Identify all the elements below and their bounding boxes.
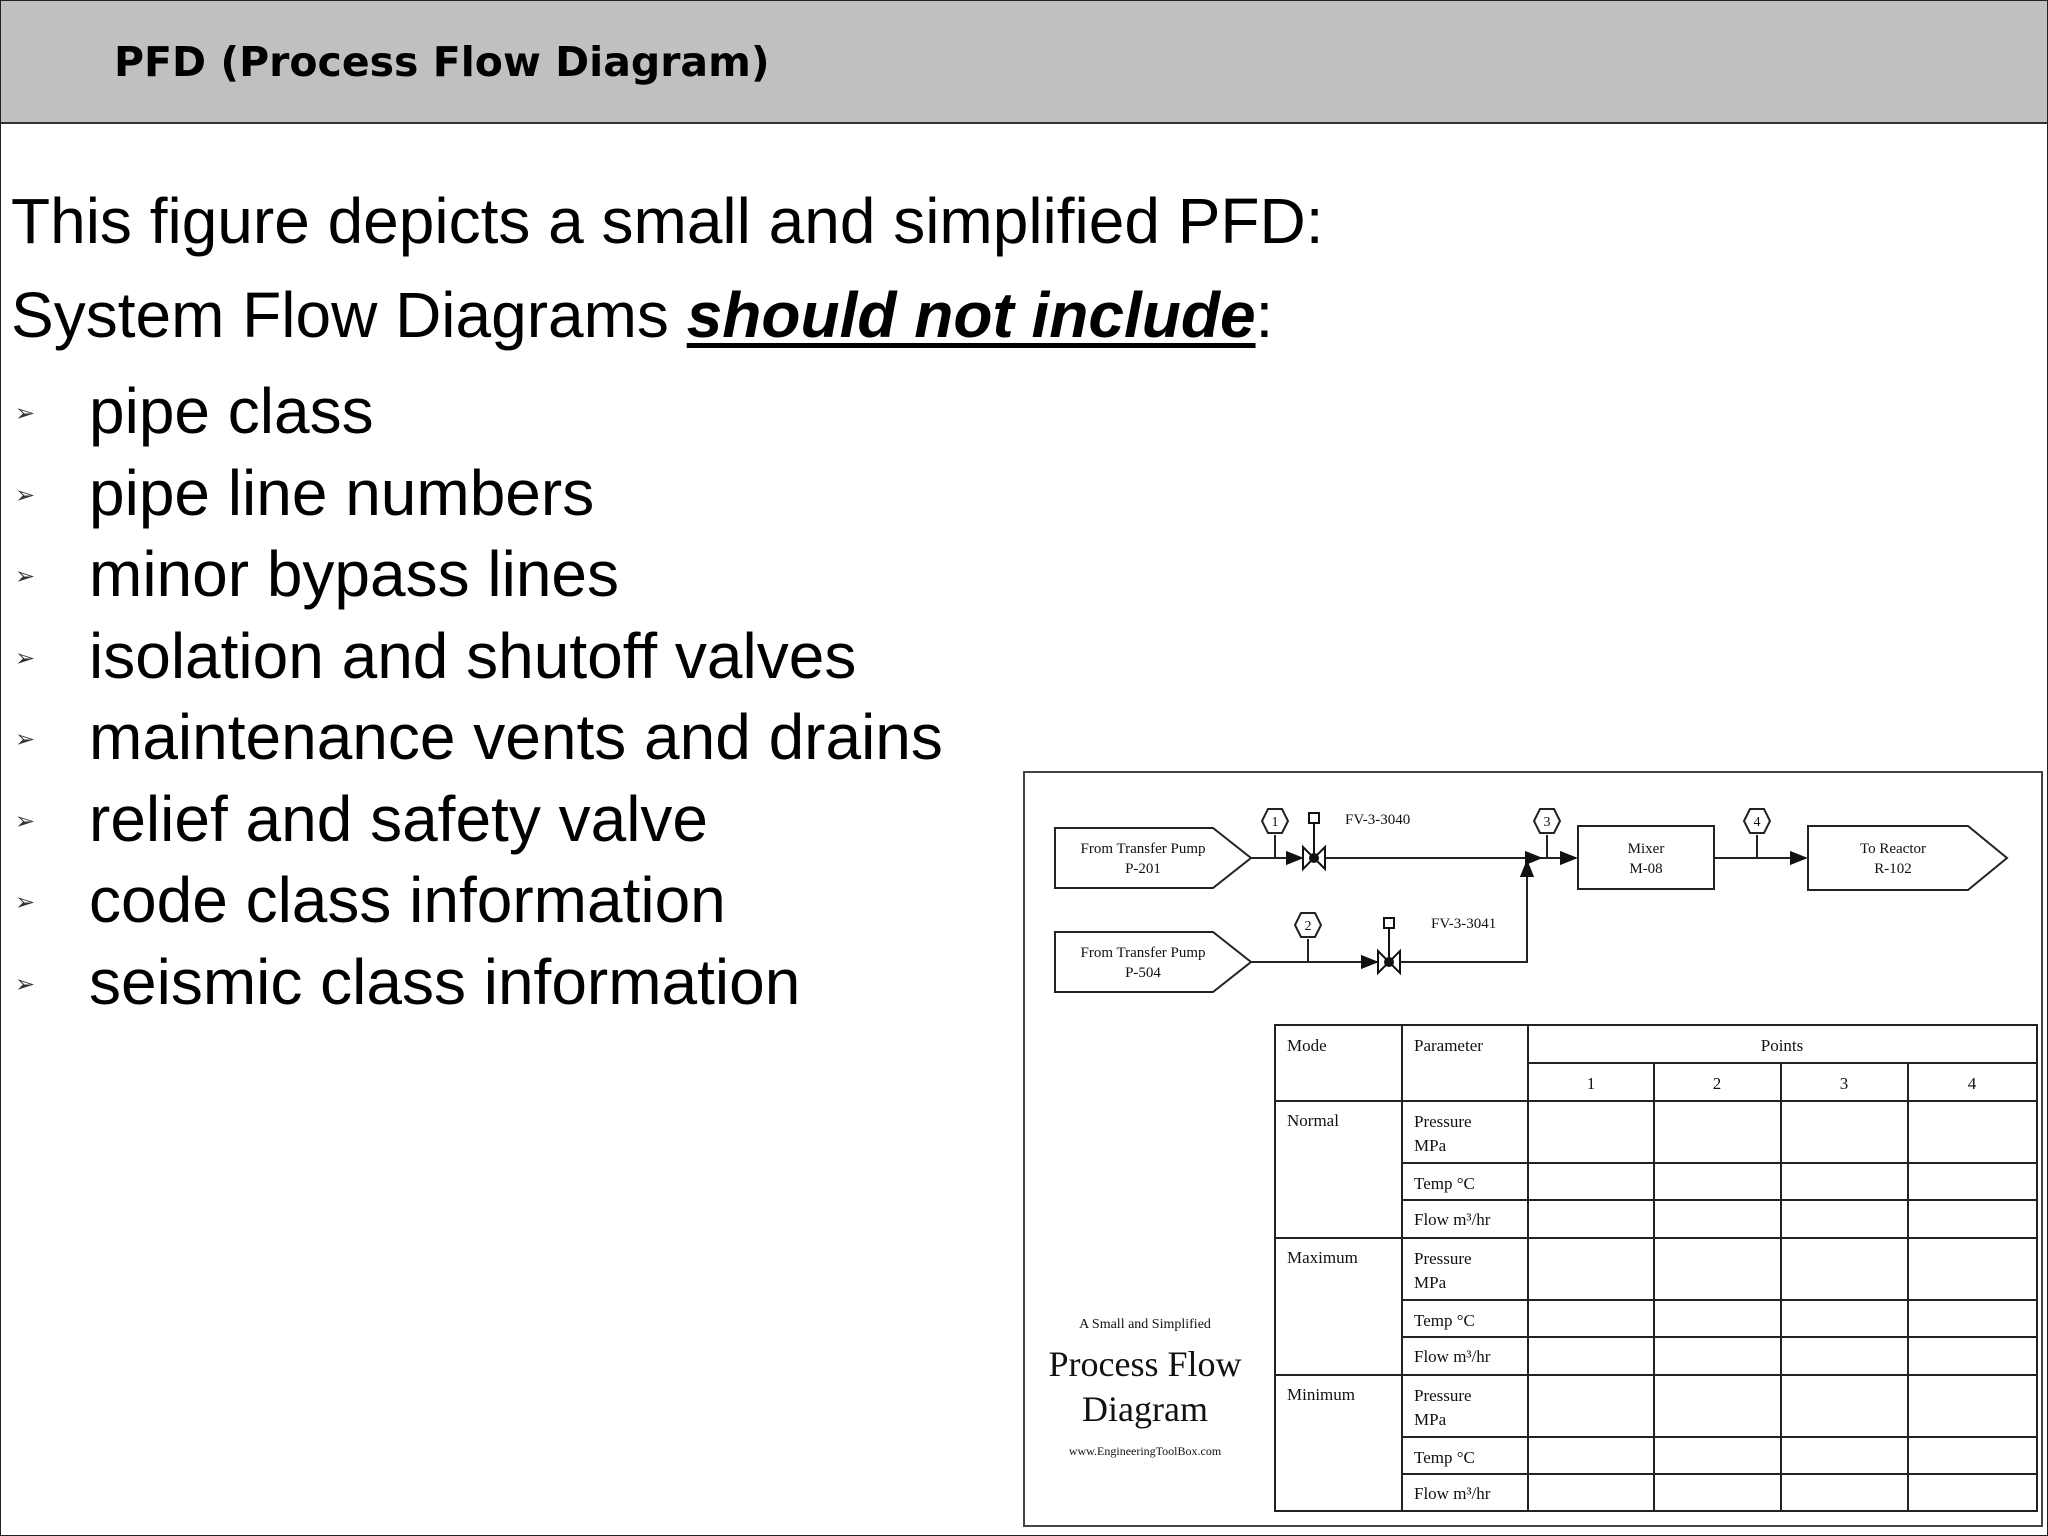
exclusion-emphasis: should not include	[686, 279, 1256, 351]
arrowhead-bullet-icon: ➢	[15, 970, 36, 998]
stream-tag-2: 2	[1293, 912, 1323, 962]
exclusion-heading-prefix: System Flow Diagrams	[11, 279, 687, 351]
arrowhead-bullet-icon: ➢	[15, 726, 36, 753]
svg-text:4: 4	[1754, 815, 1761, 830]
arrowhead-bullet-icon: ➢	[15, 807, 36, 835]
table-point-header: 4	[1968, 1074, 1977, 1093]
table-parameter-unit: MPa	[1414, 1273, 1447, 1292]
figure-caption-url: www.EngineeringToolBox.com	[1069, 1444, 1222, 1458]
table-mode-cell: Maximum	[1287, 1248, 1358, 1267]
source-p201-label: From Transfer Pump	[1080, 841, 1205, 857]
title-bar: PFD (Process Flow Diagram)	[1, 1, 2047, 124]
table-header-parameter: Parameter	[1414, 1036, 1483, 1055]
svg-text:1: 1	[1272, 815, 1279, 830]
table-point-header: 2	[1713, 1074, 1722, 1093]
table-parameter-unit: MPa	[1414, 1136, 1447, 1155]
arrowhead-bullet-icon: ➢	[15, 481, 36, 509]
table-mode-cell: Minimum	[1287, 1385, 1355, 1404]
valve-fv-3-3040-label: FV-3-3040	[1345, 812, 1410, 828]
reactor-label: To Reactor	[1860, 841, 1926, 857]
arrowhead-bullet-icon: ➢	[15, 563, 36, 590]
control-valve-icon	[1302, 812, 1326, 872]
list-item-text: relief and safety valve	[89, 782, 708, 855]
exclusion-heading: System Flow Diagrams should not include:	[11, 278, 1273, 352]
source-p504-shape	[1054, 931, 1253, 993]
mixer-label: Mixer	[1628, 841, 1665, 857]
list-item-text: maintenance vents and drains	[89, 701, 943, 773]
stream-tag-1: 1	[1260, 808, 1290, 858]
pfd-drawing: From Transfer Pump P-201 From Transfer P…	[1048, 808, 2038, 1512]
arrowhead-bullet-icon: ➢	[15, 400, 36, 427]
mixer-id: M-08	[1629, 861, 1662, 877]
svg-text:2: 2	[1305, 919, 1312, 934]
mixer-m08-box	[1577, 825, 1715, 890]
stream-tag-4: 4	[1742, 808, 1772, 858]
arrowhead-bullet-icon: ➢	[15, 889, 36, 916]
table-parameter-cell: Flow m³/hr	[1414, 1210, 1491, 1229]
source-p201-id: P-201	[1125, 861, 1161, 877]
table-point-header: 1	[1587, 1074, 1596, 1093]
source-p201-shape	[1054, 827, 1253, 889]
list-item-text: pipe line numbers	[89, 456, 595, 529]
stream-data-table	[1274, 1024, 2038, 1512]
list-item-text: seismic class information	[89, 945, 801, 1018]
reactor-id: R-102	[1874, 861, 1912, 877]
figure-caption-small: A Small and Simplified	[1079, 1317, 1211, 1332]
table-parameter-cell: Pressure	[1414, 1112, 1472, 1131]
table-parameter-cell: Temp °C	[1414, 1311, 1475, 1330]
list-item-text: minor bypass lines	[89, 538, 619, 610]
table-header-points: Points	[1761, 1036, 1804, 1055]
arrowhead-bullet-icon: ➢	[15, 644, 36, 672]
figure-caption-title-1: Process Flow	[1048, 1344, 1241, 1384]
table-mode-cell: Normal	[1287, 1111, 1339, 1130]
table-parameter-unit: MPa	[1414, 1410, 1447, 1429]
intro-text: This figure depicts a small and simplifi…	[11, 185, 1324, 257]
pfd-figure: From Transfer Pump P-201 From Transfer P…	[1023, 771, 2043, 1527]
table-parameter-cell: Flow m³/hr	[1414, 1347, 1491, 1366]
figure-caption-title-2: Diagram	[1082, 1389, 1208, 1429]
table-header-mode: Mode	[1287, 1036, 1327, 1055]
table-parameter-cell: Temp °C	[1414, 1174, 1475, 1193]
source-p504-id: P-504	[1125, 965, 1161, 981]
control-valve-icon	[1377, 917, 1401, 976]
list-item-text: code class information	[89, 864, 726, 936]
exclusion-heading-suffix: :	[1255, 279, 1274, 351]
source-p504-label: From Transfer Pump	[1080, 945, 1205, 961]
table-parameter-cell: Temp °C	[1414, 1448, 1475, 1467]
valve-fv-3-3041-label: FV-3-3041	[1431, 916, 1496, 932]
reactor-r102-shape	[1807, 825, 2009, 891]
table-point-header: 3	[1840, 1074, 1849, 1093]
table-parameter-cell: Flow m³/hr	[1414, 1484, 1491, 1503]
list-item-text: isolation and shutoff valves	[89, 619, 857, 692]
stream-tag-3: 3	[1532, 808, 1562, 858]
svg-text:3: 3	[1544, 815, 1551, 830]
table-parameter-cell: Pressure	[1414, 1386, 1472, 1405]
slide-title: PFD (Process Flow Diagram)	[114, 38, 770, 86]
list-item-text: pipe class	[89, 375, 374, 447]
branch-process-line	[1400, 859, 1535, 963]
table-parameter-cell: Pressure	[1414, 1249, 1472, 1268]
